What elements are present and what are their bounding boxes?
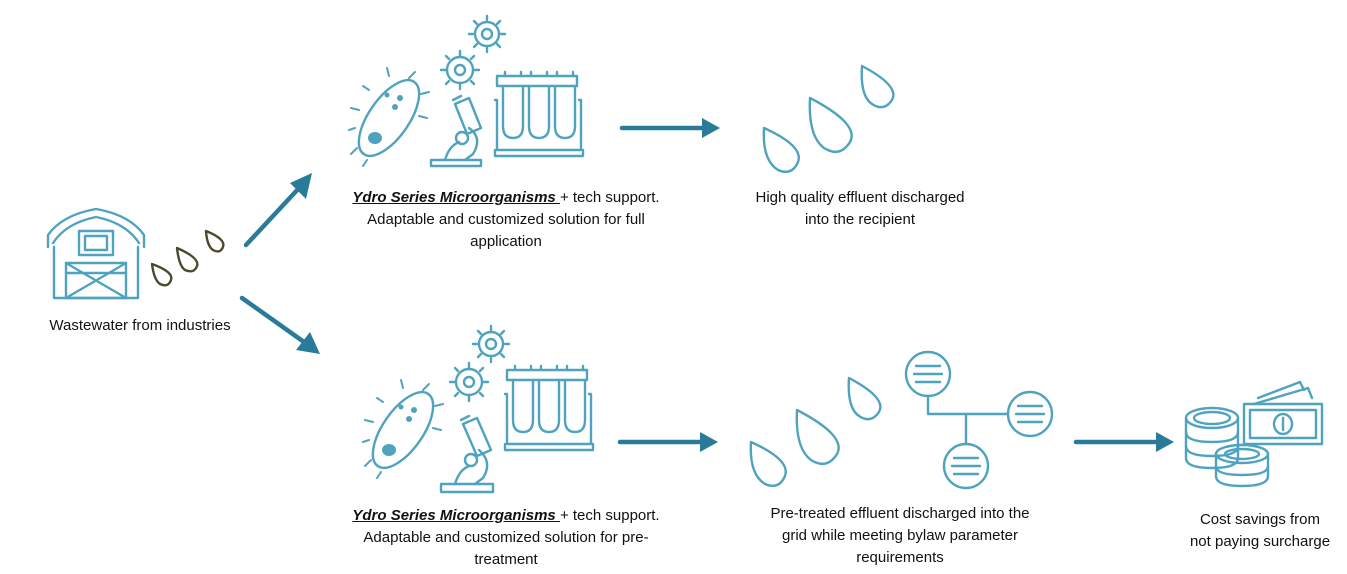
top-product-caption: Ydro Series Microorganisms + tech suppor… <box>300 187 712 253</box>
top-caption-line2: Adaptable and customized solution for fu… <box>367 211 645 228</box>
bottom-product-caption: Ydro Series Microorganisms + tech suppor… <box>300 505 712 571</box>
lab-icon <box>362 324 595 494</box>
bottom-result-line3: requirements <box>856 549 944 566</box>
bottom-caption-line3: treatment <box>474 551 538 568</box>
arrow-right-icon <box>619 118 720 138</box>
top-product-name: Ydro Series Microorganisms <box>352 189 560 206</box>
network-icon <box>904 350 1054 490</box>
arrow-right-icon <box>617 432 718 452</box>
droplet-icon <box>150 229 225 287</box>
barn-icon <box>46 207 146 300</box>
savings-caption: Cost savings from not paying surcharge <box>1165 509 1347 553</box>
source-caption: Wastewater from industries <box>49 317 231 334</box>
arrow-up-icon <box>243 173 312 248</box>
top-result-caption: High quality effluent discharged into th… <box>705 187 1015 231</box>
top-caption-suffix: + tech support. <box>559 189 660 206</box>
bottom-result-caption: Pre-treated effluent discharged into the… <box>740 503 1060 569</box>
bottom-result-line1: Pre-treated effluent discharged into the <box>770 505 1030 522</box>
money-icon <box>1184 380 1324 488</box>
bottom-caption-suffix: + tech support. <box>559 507 660 524</box>
bottom-caption-line2: Adaptable and customized solution for pr… <box>363 529 649 546</box>
bottom-product-name: Ydro Series Microorganisms <box>352 507 560 524</box>
arrow-right-icon <box>1073 432 1174 452</box>
savings-line2: not paying surcharge <box>1189 533 1331 550</box>
top-result-line1: High quality effluent discharged <box>755 189 965 206</box>
bottom-result-line2: grid while meeting bylaw parameter <box>782 527 1018 544</box>
savings-line1: Cost savings from <box>1199 511 1321 528</box>
microscope-icon <box>429 94 483 168</box>
microscope-icon <box>439 414 495 494</box>
top-result-line2: into the recipient <box>804 211 916 228</box>
lab-icon <box>348 14 585 168</box>
test-tubes-icon <box>503 364 595 452</box>
test-tubes-icon <box>493 70 585 158</box>
microorganism-icon <box>362 379 444 479</box>
gear-icon <box>439 14 507 91</box>
microorganism-icon <box>348 67 430 167</box>
arrow-down-icon <box>239 295 320 354</box>
top-caption-line3: application <box>470 233 542 250</box>
droplets-icon <box>749 376 882 487</box>
droplets-icon <box>762 64 895 173</box>
gear-icon <box>448 324 511 403</box>
